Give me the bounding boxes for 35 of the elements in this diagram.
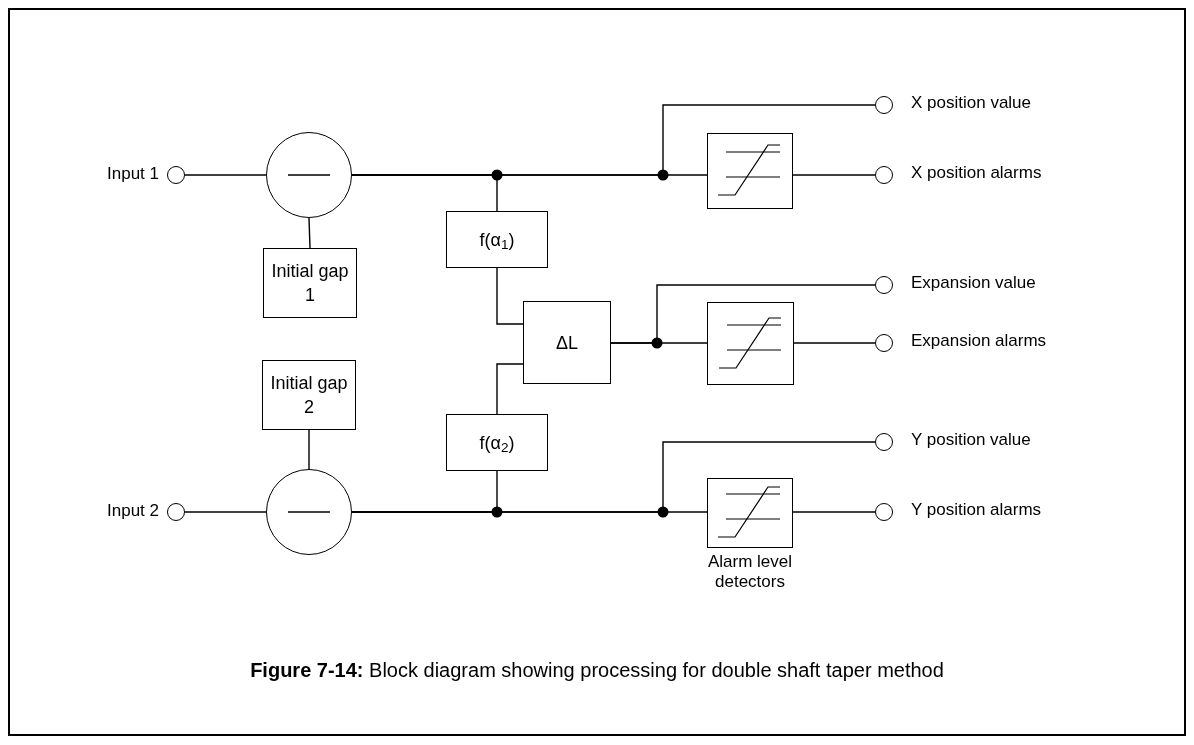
- process-box: [446, 414, 548, 471]
- node-caption: Input 2: [107, 501, 159, 521]
- block-label: Initial gap 1: [270, 260, 350, 307]
- node-caption: Alarm level detectors: [706, 552, 794, 592]
- alarm-detector-box: [707, 133, 793, 209]
- block-label: Initial gap 2: [269, 372, 349, 419]
- node-caption: Expansion value: [911, 273, 1036, 293]
- block-label: f(α$_{2}$): [479, 431, 515, 455]
- node-caption: X position alarms: [911, 163, 1042, 183]
- connector-line: [308, 429, 310, 470]
- connector-line: [792, 174, 876, 176]
- figure-caption: Figure 7-14: Block diagram showing processing for double shaft taper method: [249, 658, 945, 683]
- block-label: f(α$_{1}$): [479, 228, 515, 252]
- block-label: ΔL: [555, 331, 578, 355]
- process-box: [262, 360, 356, 430]
- node-caption: Input 1: [107, 164, 159, 184]
- connector-line: [496, 267, 524, 325]
- connector-line: [308, 217, 311, 249]
- connector-line: [793, 342, 876, 344]
- process-box: [446, 211, 548, 268]
- connector-line: [351, 511, 708, 513]
- node-caption: Y position alarms: [911, 500, 1042, 520]
- connector-line: [792, 511, 876, 513]
- connector-line: [496, 363, 524, 415]
- node-caption: Expansion alarms: [911, 331, 1047, 351]
- process-box: [263, 248, 357, 318]
- connector-line: [184, 174, 267, 176]
- connector-line: [351, 104, 876, 176]
- connector-line: [184, 511, 267, 513]
- node-caption: X position value: [911, 93, 1032, 113]
- node-caption: Y position value: [911, 430, 1031, 450]
- process-box: [523, 301, 611, 384]
- alarm-detector-box: [707, 478, 793, 548]
- alarm-detector-box: [707, 302, 794, 385]
- connector-line: [610, 342, 708, 344]
